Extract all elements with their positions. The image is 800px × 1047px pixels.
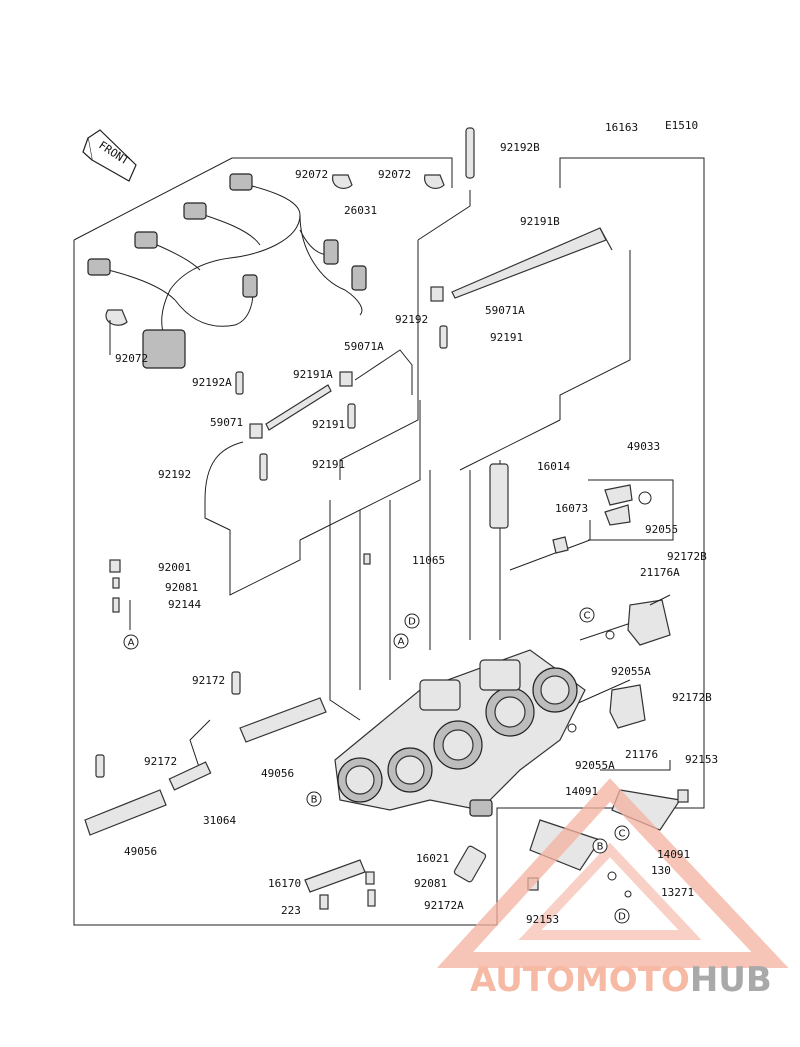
callout-b: B [306,791,322,807]
part-number-label: 92192A [192,376,232,389]
callout-letter: D [408,617,416,628]
part-number-label: 26031 [344,204,377,217]
part-number-label: 49056 [261,767,294,780]
part-number-label: 11065 [412,554,445,567]
part-number-label: 92192B [500,141,540,154]
part-number-label: 21176 [625,748,658,761]
part-number-label: 92172 [192,674,225,687]
watermark-part-1: AUTOMOTO [470,960,690,1000]
part-number-label: 31064 [203,814,236,827]
callout-circle [614,825,630,841]
callout-circle [404,613,420,629]
callout-letter: C [584,611,591,622]
wiring-harness-drawing [87,173,367,369]
clamps-drawing [105,174,445,326]
part-number-label: 92191B [520,215,560,228]
part-number-label: 92072 [115,352,148,365]
callout-c: C [579,607,595,623]
part-number-label: 49056 [124,845,157,858]
diagram-code: E1510 [665,119,698,132]
part-number-label: 92144 [168,598,201,611]
callout-circle [614,908,630,924]
callout-a: A [123,634,139,650]
callout-letter: B [311,795,318,806]
part-number-label: 59071A [485,304,525,317]
part-number-label: 59071 [210,416,243,429]
watermark-triangle [436,778,789,968]
part-number-label: 92172A [424,899,464,912]
callout-b: B [592,838,608,854]
callout-a: A [393,633,409,649]
throttle-body-drawing [334,649,586,817]
part-number-label: 92072 [295,168,328,181]
leader-lines [109,190,671,771]
callout-letter: B [597,842,604,853]
watermark: AUTOMOTOHUB [470,960,800,1010]
part-number-label: 92081 [165,581,198,594]
callout-circle [393,633,409,649]
part-number-label: 59071A [344,340,384,353]
callout-circle [579,607,595,623]
watermark-part-2: HUB [689,960,772,1000]
part-number-label: 92072 [378,168,411,181]
callout-letter: D [618,912,626,923]
part-number-label: 92172 [144,755,177,768]
part-number-label: 16163 [605,121,638,134]
part-number-label: 14091 [565,785,598,798]
callout-circle [306,791,322,807]
part-number-label: 130 [651,864,671,877]
part-number-label: 14091 [657,848,690,861]
callout-letter: A [128,638,135,649]
callout-letter: C [619,829,626,840]
front-arrow-icon: FRONT [82,129,137,182]
callout-circle [123,634,139,650]
part-number-label: 16021 [416,852,449,865]
part-number-label: 92055A [575,759,615,772]
part-number-label: 223 [281,904,301,917]
part-number-label: 16014 [537,460,570,473]
callout-c: C [614,825,630,841]
part-number-label: 92153 [526,913,559,926]
part-number-label: 49033 [627,440,660,453]
part-number-label: 92191 [312,418,345,431]
callout-d: D [404,613,420,629]
vacuum-hoses-drawing [204,127,613,565]
part-number-label: 92191 [312,458,345,471]
part-number-label: 92172B [667,550,707,563]
part-number-label: 16073 [555,502,588,515]
callout-circle [592,838,608,854]
part-number-label: 92153 [685,753,718,766]
part-number-label: 92192 [395,313,428,326]
part-number-label: 21176A [640,566,680,579]
part-number-label: 92192 [158,468,191,481]
part-number-label: 13271 [661,886,694,899]
part-number-label: 92191A [293,368,333,381]
part-number-label: 16170 [268,877,301,890]
part-number-label: 92001 [158,561,191,574]
part-number-label: 92081 [414,877,447,890]
part-number-label: 92191 [490,331,523,344]
part-number-label: 92055 [645,523,678,536]
part-number-label: 92172B [672,691,712,704]
callout-d: D [614,908,630,924]
callout-letter: A [398,637,405,648]
part-number-label: 92055A [611,665,651,678]
